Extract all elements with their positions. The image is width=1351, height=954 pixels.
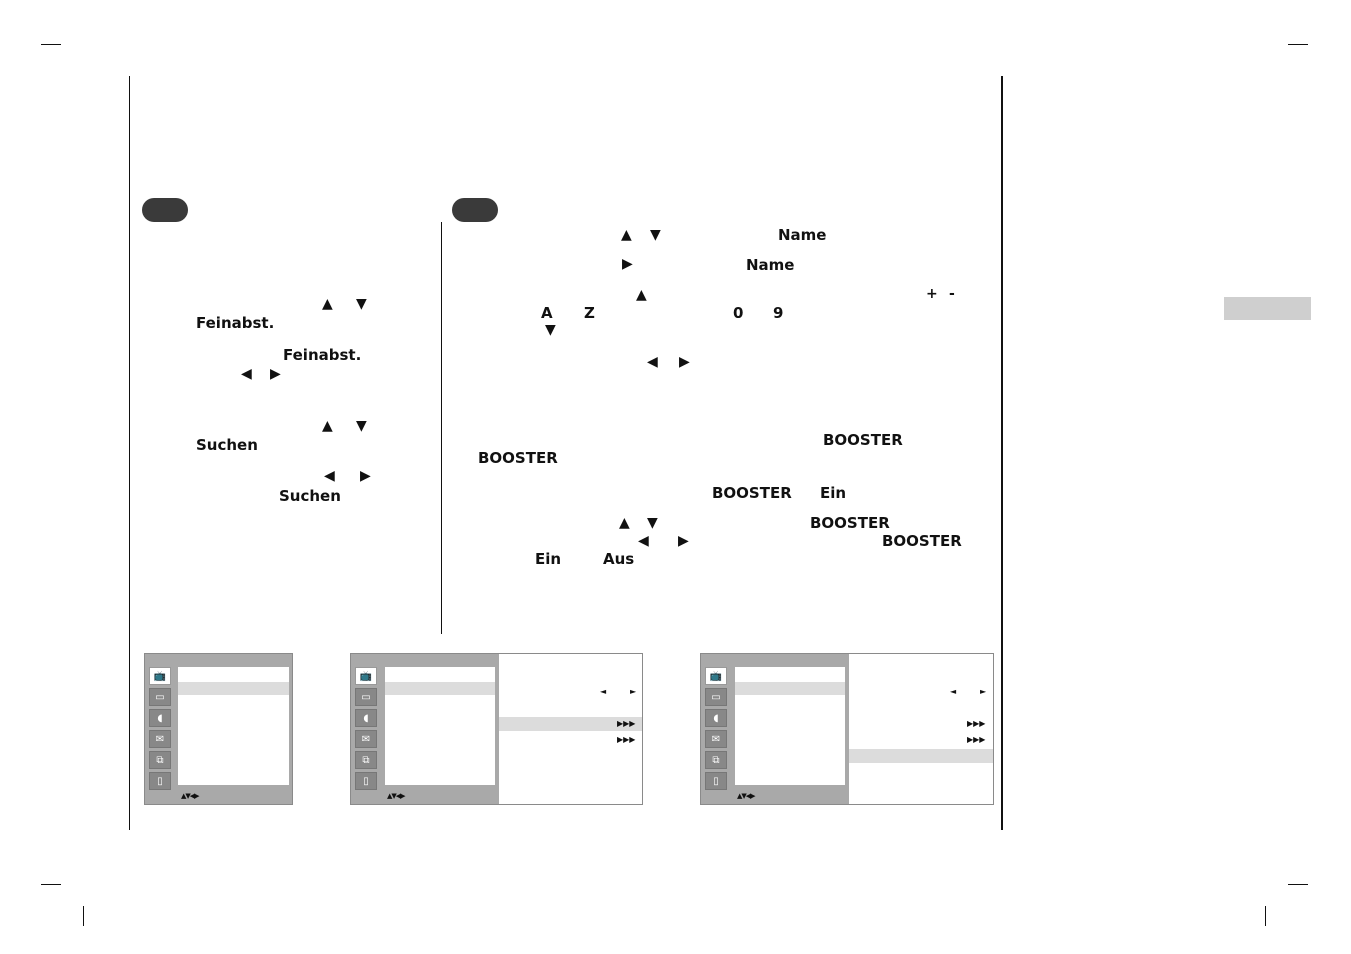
booster-label: BOOSTER — [810, 514, 890, 532]
left-arrow: ◀ — [647, 354, 658, 370]
left-arrow: ◀ — [638, 533, 649, 549]
mail-icon[interactable]: ✉ — [705, 730, 727, 748]
special-icon[interactable]: ▯ — [149, 772, 171, 790]
ein-label: Ein — [535, 550, 562, 568]
sound-icon[interactable]: ◖ — [705, 709, 727, 727]
nav-arrows-icon: ▲▼◀▶ — [737, 792, 756, 800]
nav-arrows-icon: ▲▼◀▶ — [181, 792, 200, 800]
osd-menu-3: 📺 ▭ ◖ ✉ ⧉ ▯ ▲▼◀▶ ◄ ► ▶▶▶ ▶▶▶ — [700, 653, 994, 805]
special-icon[interactable]: ▯ — [705, 772, 727, 790]
crop-mark — [83, 906, 84, 926]
plus-sign: + — [926, 286, 938, 302]
right-arrow: ▶ — [270, 366, 281, 382]
picture-icon[interactable]: ▭ — [355, 688, 377, 706]
up-arrow: ▲ — [322, 296, 333, 312]
picture-icon[interactable]: ▭ — [705, 688, 727, 706]
char-a: A — [541, 304, 553, 322]
crop-mark — [1288, 44, 1308, 45]
left-arrow-icon[interactable]: ◄ — [950, 687, 957, 696]
booster-label: BOOSTER — [712, 484, 792, 502]
menu-list — [385, 667, 495, 785]
up-arrow: ▲ — [322, 418, 333, 434]
menu-highlight — [178, 682, 289, 695]
booster-label: BOOSTER — [478, 449, 558, 467]
menu-highlight — [735, 682, 845, 695]
down-arrow: ▼ — [545, 322, 556, 338]
right-arrow: ▶ — [360, 468, 371, 484]
up-arrow: ▲ — [636, 287, 647, 303]
osd-menu-2: 📺 ▭ ◖ ✉ ⧉ ▯ ▲▼◀▶ ◄ ► ▶▶▶ ▶▶▶ — [350, 653, 643, 805]
tv-icon[interactable]: 📺 — [705, 667, 727, 685]
crop-mark — [1265, 906, 1266, 926]
booster-label: BOOSTER — [823, 431, 903, 449]
suchen-label: Suchen — [196, 436, 258, 454]
menu-list — [178, 667, 289, 785]
sound-icon[interactable]: ◖ — [149, 709, 171, 727]
aus-label: Aus — [603, 550, 635, 568]
picture-icon[interactable]: ▭ — [149, 688, 171, 706]
screen-icon[interactable]: ⧉ — [149, 751, 171, 769]
name-label: Name — [778, 226, 827, 244]
sound-icon[interactable]: ◖ — [355, 709, 377, 727]
column-divider — [441, 222, 442, 634]
down-arrow: ▼ — [650, 227, 661, 243]
menu-list — [735, 667, 845, 785]
menu-highlight — [385, 682, 495, 695]
down-arrow: ▼ — [647, 515, 658, 531]
digit-0: 0 — [733, 304, 744, 322]
tv-icon[interactable]: 📺 — [355, 667, 377, 685]
page-left-border — [129, 76, 130, 830]
up-arrow: ▲ — [621, 227, 632, 243]
down-arrow: ▼ — [356, 418, 367, 434]
left-arrow-icon[interactable]: ◄ — [600, 687, 607, 696]
down-arrow: ▼ — [356, 296, 367, 312]
osd-menu-1: 📺 ▭ ◖ ✉ ⧉ ▯ ▲▼◀▶ — [144, 653, 293, 805]
crop-mark — [1288, 884, 1308, 885]
nav-arrows-icon: ▲▼◀▶ — [387, 792, 406, 800]
right-arrow: ▶ — [678, 533, 689, 549]
name-label: Name — [746, 256, 795, 274]
right-arrow: ▶ — [622, 256, 633, 272]
ein-label: Ein — [820, 484, 847, 502]
crop-mark — [41, 884, 61, 885]
submenu-arrows-icon[interactable]: ▶▶▶ — [967, 735, 986, 744]
special-icon[interactable]: ▯ — [355, 772, 377, 790]
chapter-tab — [1224, 297, 1311, 320]
minus-sign: - — [949, 286, 955, 302]
submenu-highlight — [499, 717, 642, 731]
right-arrow-icon[interactable]: ► — [630, 687, 637, 696]
char-z: Z — [584, 304, 595, 322]
screen-icon[interactable]: ⧉ — [705, 751, 727, 769]
section-pill-left — [142, 198, 188, 222]
mail-icon[interactable]: ✉ — [355, 730, 377, 748]
digit-9: 9 — [773, 304, 784, 322]
feinabst-label: Feinabst. — [196, 314, 275, 332]
submenu-arrows-icon[interactable]: ▶▶▶ — [617, 719, 636, 728]
booster-label: BOOSTER — [882, 532, 962, 550]
page-right-border — [1001, 76, 1003, 830]
submenu-arrows-icon[interactable]: ▶▶▶ — [967, 719, 986, 728]
submenu-panel: ◄ ► ▶▶▶ ▶▶▶ — [499, 654, 642, 804]
crop-mark — [41, 44, 61, 45]
left-arrow: ◀ — [324, 468, 335, 484]
submenu-highlight — [849, 749, 993, 763]
section-pill-right — [452, 198, 498, 222]
up-arrow: ▲ — [619, 515, 630, 531]
submenu-panel: ◄ ► ▶▶▶ ▶▶▶ — [849, 654, 993, 804]
suchen-label: Suchen — [279, 487, 341, 505]
right-arrow-icon[interactable]: ► — [980, 687, 987, 696]
mail-icon[interactable]: ✉ — [149, 730, 171, 748]
tv-icon[interactable]: 📺 — [149, 667, 171, 685]
right-arrow: ▶ — [679, 354, 690, 370]
feinabst-label: Feinabst. — [283, 346, 362, 364]
submenu-arrows-icon[interactable]: ▶▶▶ — [617, 735, 636, 744]
left-arrow: ◀ — [241, 366, 252, 382]
screen-icon[interactable]: ⧉ — [355, 751, 377, 769]
